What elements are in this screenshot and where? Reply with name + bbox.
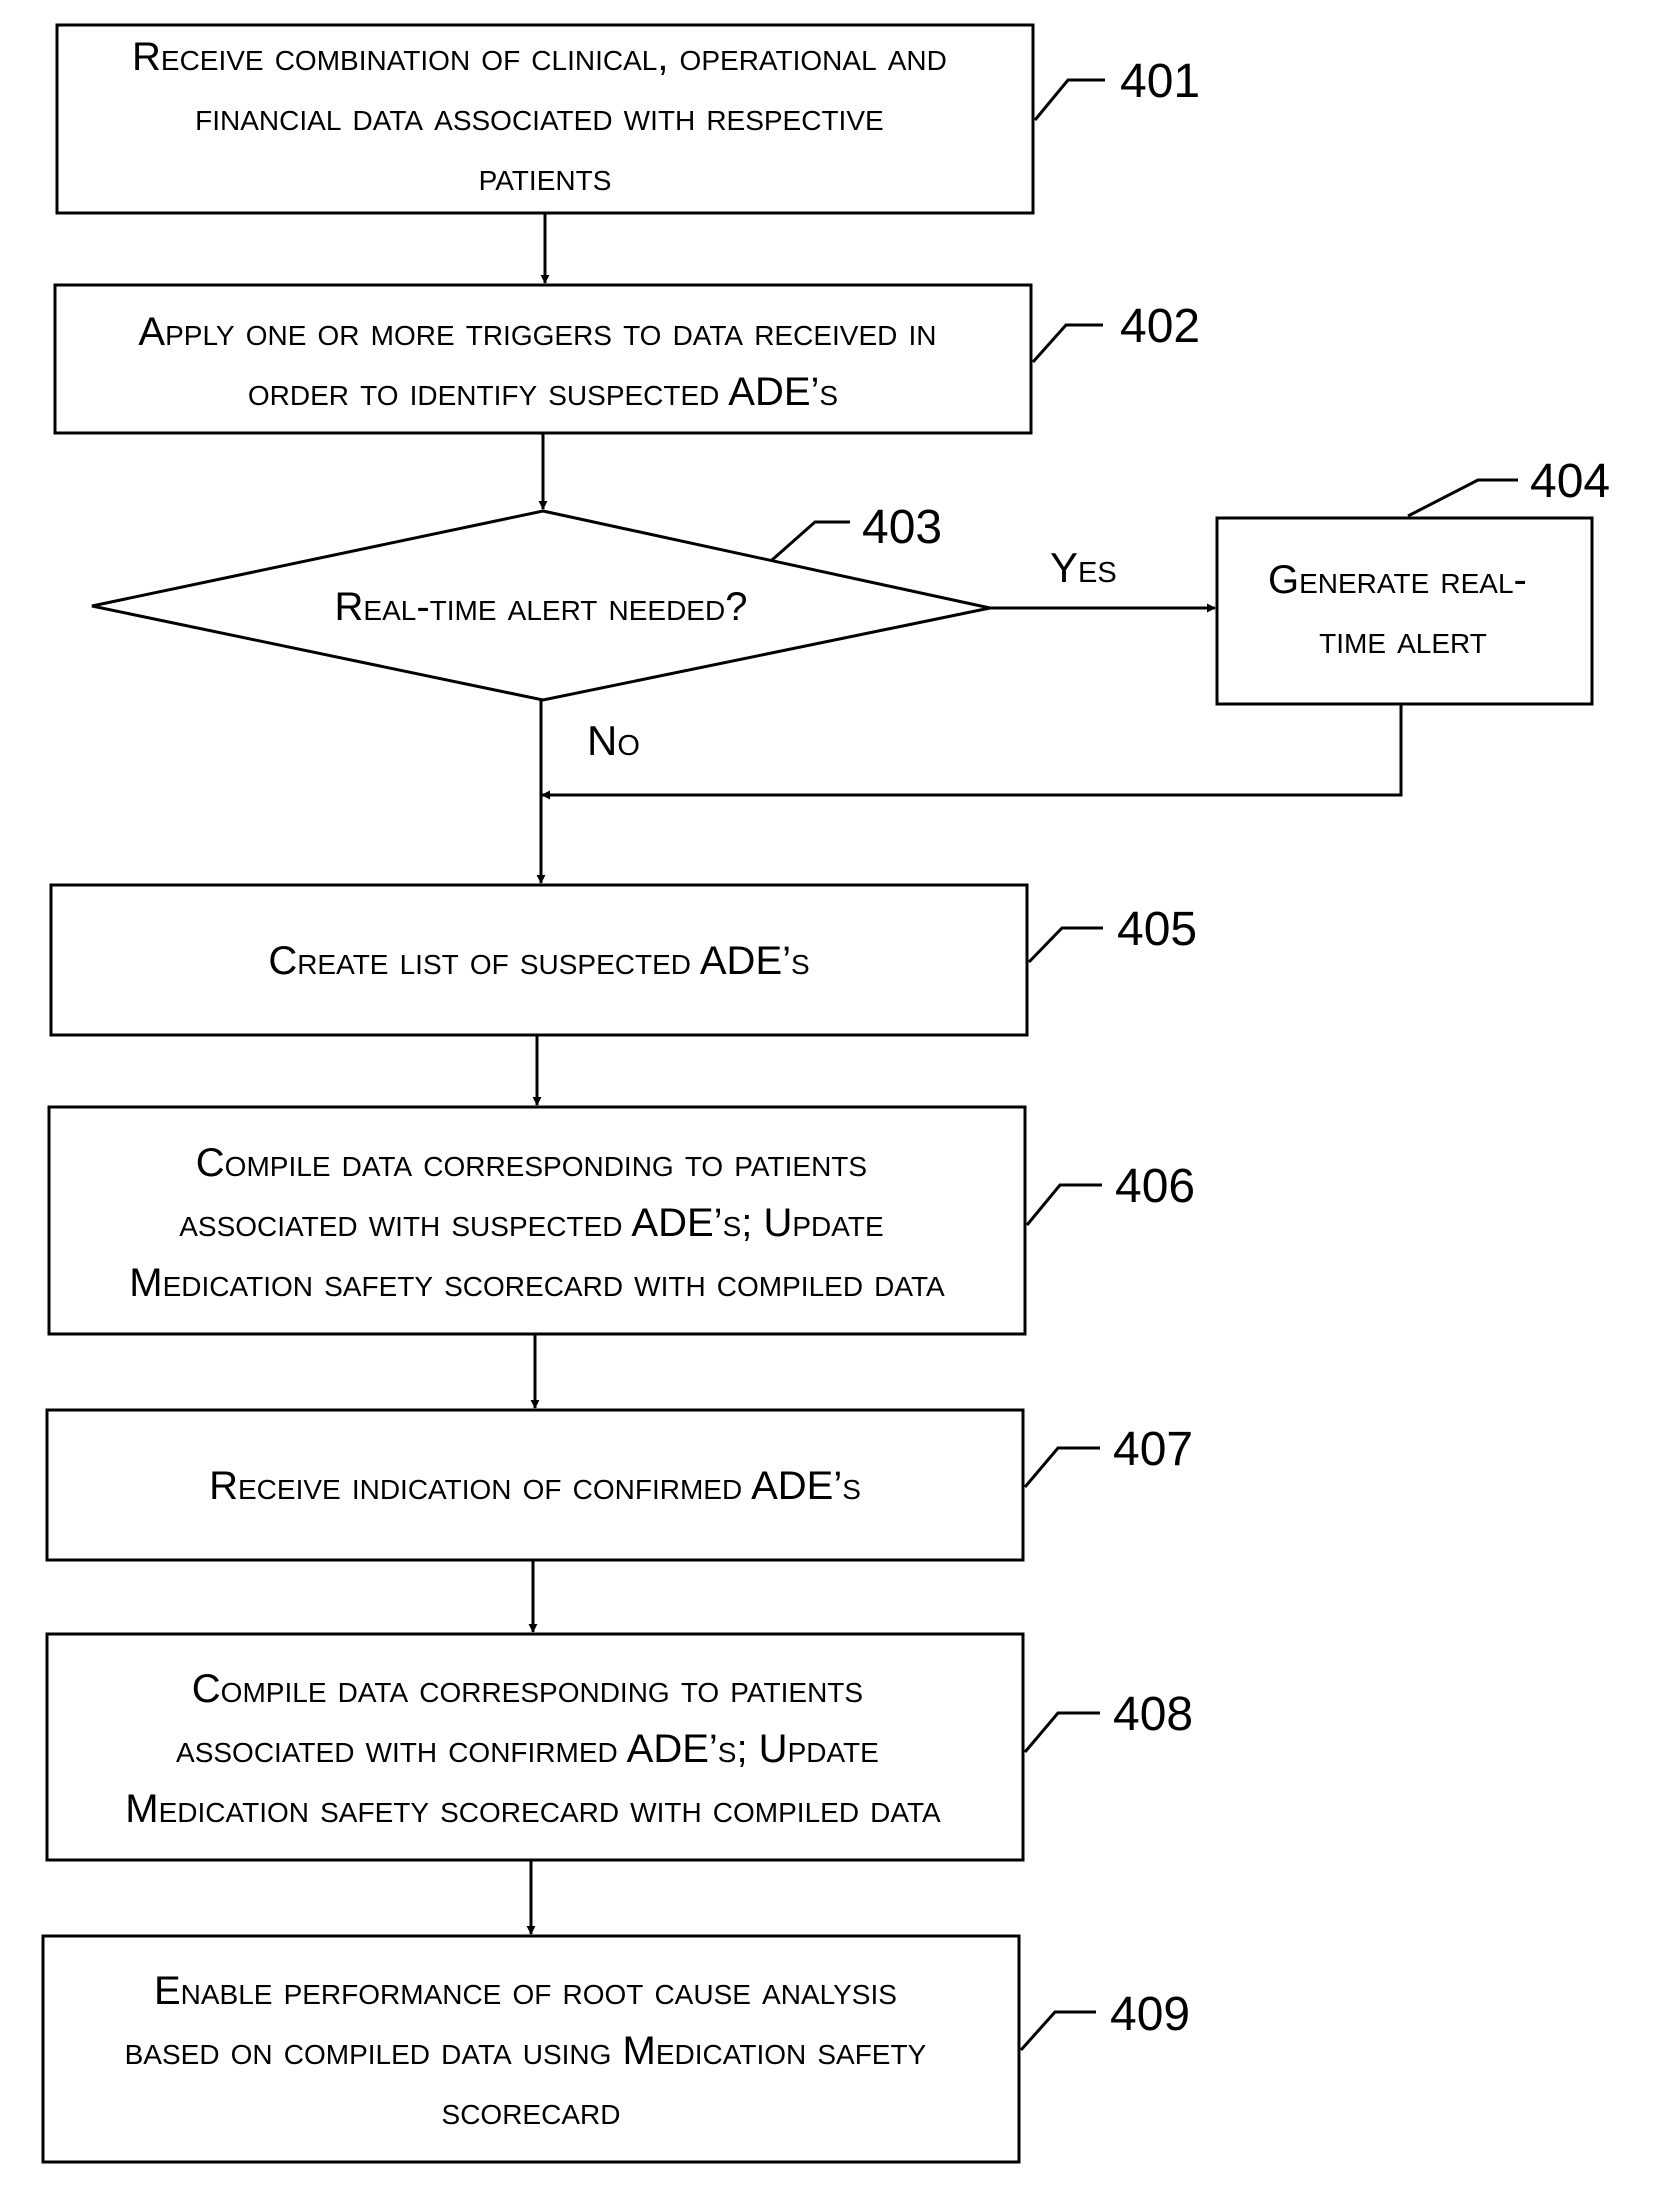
branch-no-label: No xyxy=(587,717,640,764)
step-409-line-2: based on compiled data using Medication … xyxy=(125,2029,927,2073)
step-405-ref: 405 xyxy=(1117,903,1197,956)
decision-403-leader xyxy=(772,522,850,560)
step-405: Create list of suspected ADE’s 405 xyxy=(51,885,1197,1035)
step-408-leader xyxy=(1025,1713,1100,1752)
step-401-ref: 401 xyxy=(1120,55,1200,108)
step-402-line-2: order to identify suspected ADE’s xyxy=(248,370,838,414)
step-405-leader xyxy=(1029,928,1103,962)
decision-403-ref: 403 xyxy=(862,501,942,554)
step-408: Compile data corresponding to patients a… xyxy=(47,1634,1193,1860)
step-407-text: Receive indication of confirmed ADE’s xyxy=(209,1464,861,1508)
step-407: Receive indication of confirmed ADE’s 40… xyxy=(47,1410,1193,1560)
step-401-line-3: patients xyxy=(479,155,612,199)
step-401-line-2: financial data associated with respectiv… xyxy=(195,95,884,139)
step-402-ref: 402 xyxy=(1120,300,1200,353)
step-406-line-3: Medication safety scorecard with compile… xyxy=(129,1261,945,1305)
step-404-ref: 404 xyxy=(1530,455,1610,508)
step-401-line-1: Receive combination of clinical, operati… xyxy=(132,35,947,79)
step-404-box xyxy=(1217,518,1592,704)
step-404-line-2: time alert xyxy=(1319,618,1487,662)
step-404-leader xyxy=(1408,480,1518,516)
step-405-text: Create list of suspected ADE’s xyxy=(268,939,809,983)
arrow-404-return xyxy=(542,704,1401,795)
decision-403: Real-time alert needed? 403 xyxy=(92,501,990,700)
step-407-ref: 407 xyxy=(1113,1423,1193,1476)
step-401: Receive combination of clinical, operati… xyxy=(57,25,1200,213)
step-402-leader xyxy=(1033,325,1103,362)
step-404-line-1: Generate real- xyxy=(1268,558,1527,602)
step-406-leader xyxy=(1027,1185,1102,1225)
decision-403-text: Real-time alert needed? xyxy=(335,585,748,629)
step-406-ref: 406 xyxy=(1115,1160,1195,1213)
step-408-text: Compile data corresponding to patients a… xyxy=(125,1667,941,1831)
step-408-line-3: Medication safety scorecard with compile… xyxy=(125,1787,941,1831)
step-409-leader xyxy=(1021,2012,1096,2050)
step-408-line-2: associated with confirmed ADE’s; Update xyxy=(176,1727,879,1771)
step-409-line-3: scorecard xyxy=(442,2089,621,2133)
step-409-line-1: Enable performance of root cause analysi… xyxy=(154,1969,897,2013)
step-402-line-1: Apply one or more triggers to data recei… xyxy=(138,310,936,354)
step-401-leader xyxy=(1035,80,1105,120)
step-406-line-2: associated with suspected ADE’s; Update xyxy=(179,1201,883,1245)
step-402: Apply one or more triggers to data recei… xyxy=(55,285,1200,433)
step-406-text: Compile data corresponding to patients a… xyxy=(129,1141,945,1305)
step-408-ref: 408 xyxy=(1113,1688,1193,1741)
step-407-leader xyxy=(1025,1448,1100,1487)
step-409: Enable performance of root cause analysi… xyxy=(43,1936,1190,2162)
step-406: Compile data corresponding to patients a… xyxy=(49,1107,1195,1334)
step-409-ref: 409 xyxy=(1110,1988,1190,2041)
step-404: Generate real- time alert 404 xyxy=(1217,455,1610,704)
step-406-line-1: Compile data corresponding to patients xyxy=(196,1141,867,1185)
step-408-line-1: Compile data corresponding to patients xyxy=(192,1667,863,1711)
branch-yes-label: Yes xyxy=(1050,544,1117,591)
